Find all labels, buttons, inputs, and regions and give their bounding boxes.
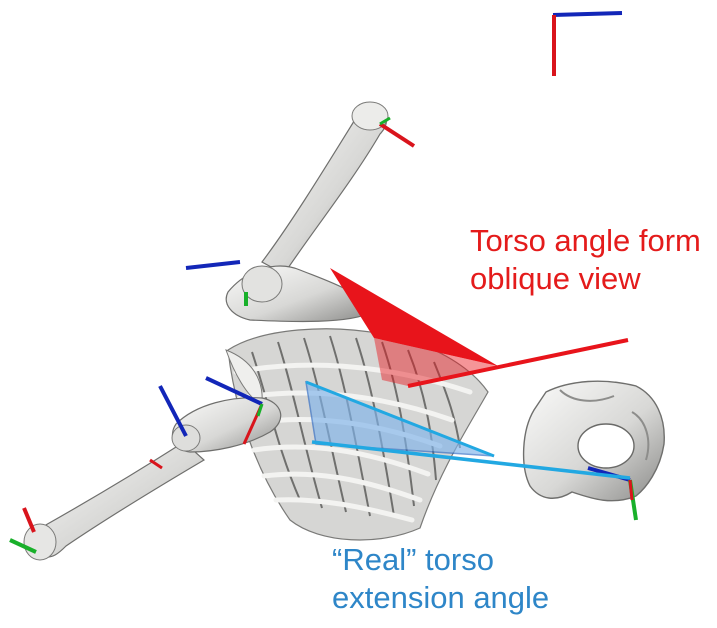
- elbow-axis-red: [380, 124, 414, 146]
- real-annotation-line1: “Real” torso: [332, 541, 549, 579]
- pelvis-axis-red: [630, 480, 632, 500]
- shoulder-axis-blue: [186, 262, 240, 268]
- orientation-axis-blue: [553, 13, 622, 15]
- oblique-annotation-line1: Torso angle form: [470, 222, 701, 260]
- oblique-annotation-line2: oblique view: [470, 260, 701, 298]
- lower-humerus: [24, 398, 281, 560]
- pelvis: [524, 381, 665, 501]
- real-angle-annotation: “Real” torso extension angle: [332, 541, 549, 617]
- orientation-axes: [553, 13, 622, 76]
- real-annotation-line2: extension angle: [332, 579, 549, 617]
- oblique-view-annotation: Torso angle form oblique view: [470, 222, 701, 298]
